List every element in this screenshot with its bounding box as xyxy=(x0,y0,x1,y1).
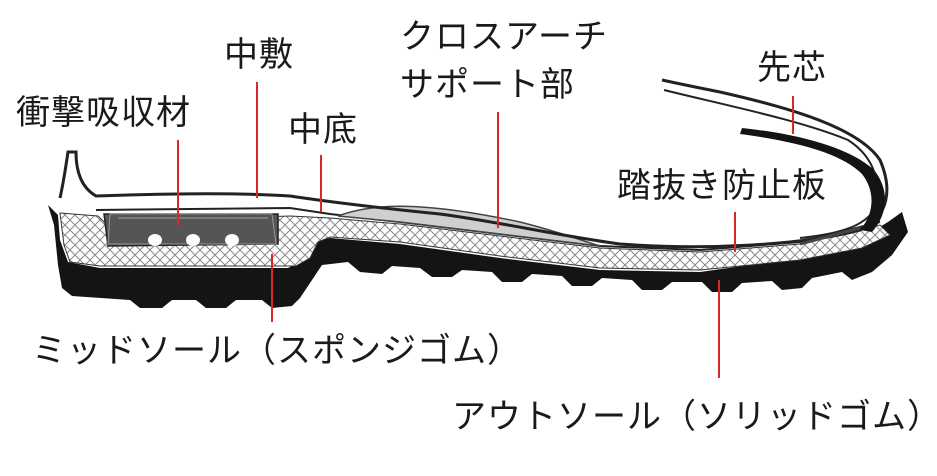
shock-hole xyxy=(148,234,162,246)
shock-hole xyxy=(225,234,239,246)
upper-inner-line xyxy=(664,90,877,238)
shock-hole xyxy=(186,234,200,246)
label-outsole: アウトソール（ソリッドゴム） xyxy=(452,400,937,434)
label-chuutei: 中底 xyxy=(288,113,358,147)
label-cross-arch-line2: サポート部 xyxy=(400,68,575,102)
label-shougeki: 衝撃吸収材 xyxy=(16,96,191,130)
label-sakishin: 先芯 xyxy=(757,51,827,85)
label-fuminuki: 踏抜き防止板 xyxy=(617,169,827,203)
label-midsole: ミッドソール（スポンジゴム） xyxy=(32,334,522,368)
label-cross-arch-line1: クロスアーチ xyxy=(400,20,608,54)
label-chuushiki: 中敷 xyxy=(224,38,294,72)
